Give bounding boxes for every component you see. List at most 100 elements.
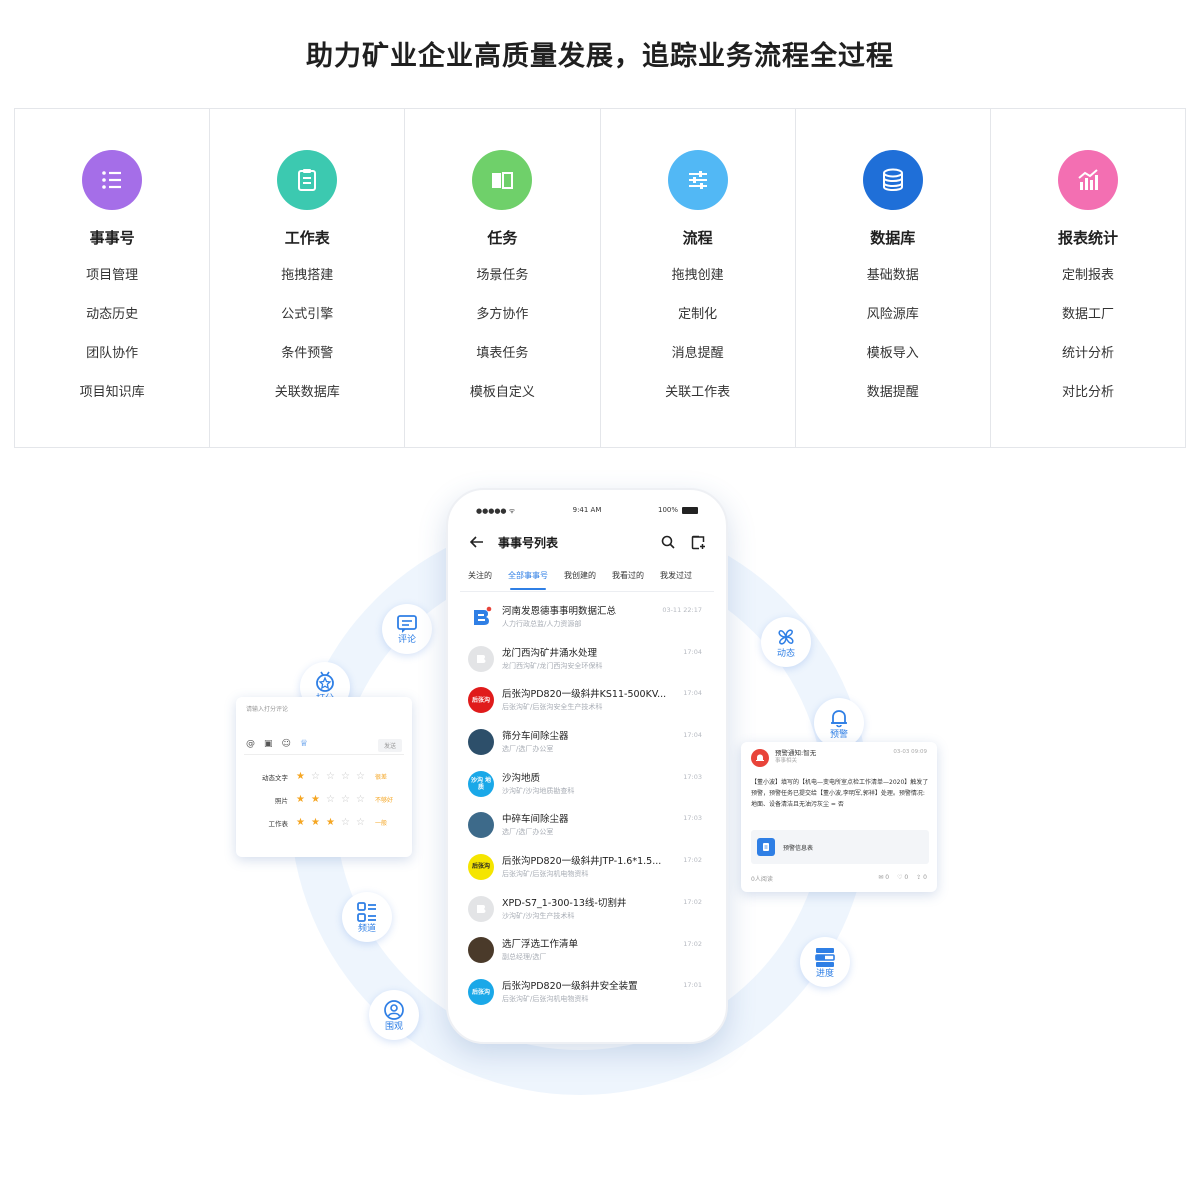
dynamic-bubble[interactable]: 动态 [761,617,811,667]
feature-item: 项目知识库 [79,385,145,400]
tab-bar: 关注的 全部事事号 我创建的 我看过的 我发过过 [468,570,718,592]
item-time: 17:03 [683,772,702,781]
nav-bar: 事事号列表 [470,530,706,554]
star-icon[interactable]: ☆ [326,794,335,805]
phone-mockup: ●●●●● ᯤ 9:41 AM 100% 事事号列表 关注的 全部事事号 我创建的 我… [446,488,728,1044]
item-subtitle: 龙门西沟矿/龙门西沟安全环保科 [502,661,603,670]
progress-bubble[interactable]: 进度 [800,937,850,987]
at-icon[interactable]: @ [246,739,255,749]
item-subtitle: 沙沟矿/沙沟地质勘查科 [502,786,575,795]
book-icon [472,150,533,210]
star-icon[interactable]: ☆ [326,771,335,782]
battery-icon [682,506,698,514]
alert-footer: 0人阅读 ✉ 0 ♡ 0 ⇪ 0 [751,874,927,883]
star-icon[interactable]: ☆ [341,817,350,828]
share-count[interactable]: ⇪ 0 [916,874,927,881]
item-avatar: 后张沟 [468,687,494,714]
comment-count[interactable]: ✉ 0 [878,874,890,881]
image-icon[interactable]: ▣ [264,739,273,749]
item-title: 河南发恩德事事明数据汇总 [502,605,617,617]
item-subtitle: 人力行政总监/人力资源部 [502,619,582,628]
search-icon[interactable] [661,535,675,549]
item-title: 后张沟PD820一级斜井安全装置 [502,981,638,993]
alert-card[interactable]: 预警通知:智无 事事相关 03-03 09:09 【董小波】填写的【机电—变电所… [741,742,937,892]
star-icon[interactable]: ★ [326,817,335,828]
app-logo-icon [474,606,492,625]
feature-item: 模板导入 [866,346,919,361]
star-icon[interactable]: ★ [311,794,320,805]
medal-small-icon[interactable]: ♕ [299,739,308,749]
feature-item: 对比分析 [1061,385,1114,400]
channel-bubble[interactable]: 频道 [342,892,392,942]
battery-percent: 100% [657,506,678,514]
list-item[interactable]: 后张沟后张沟PD820一级斜井KS11-500KV...后张沟矿/后张沟安全生产… [468,679,706,721]
feature-item: 多方协作 [476,307,529,322]
item-subtitle: 选厂/选厂办公室 [502,828,554,837]
item-avatar [468,603,494,630]
share-count-value: 0 [923,874,927,881]
send-button[interactable]: 发送 [377,739,402,752]
item-title: 后张沟PD820一级斜井JTP-1.6*1.5... [502,855,662,867]
item-avatar: 后张沟 [468,853,494,880]
create-icon[interactable] [691,535,706,550]
item-avatar: 沙沟 地质 [468,770,494,797]
alert-body: 【董小波】填写的【机电—变电所室点检工作清单—2020】触发了预警，预警任务已提… [751,779,929,808]
feature-column: 流程拖拽创建定制化消息提醒关联工作表 [601,109,796,447]
item-avatar [468,937,494,964]
back-arrow-icon[interactable] [470,536,484,548]
star-icon[interactable]: ☆ [341,794,350,805]
document-icon [757,838,775,856]
channel-label: 频道 [357,923,376,934]
status-bar: ●●●●● ᯤ 9:41 AM 100% [476,506,698,520]
feature-item: 团队协作 [86,346,139,361]
star-icon[interactable]: ☆ [341,771,350,782]
star-icon[interactable]: ★ [296,794,305,805]
item-title: 龙门西沟矿井涌水处理 [502,647,598,659]
feature-item: 统计分析 [1061,346,1114,361]
list-item[interactable]: 后张沟后张沟PD820一级斜井JTP-1.6*1.5...后张沟矿/后张沟机电物… [468,846,706,888]
tab-item[interactable]: 我发过过 [660,571,692,580]
star-icon[interactable]: ★ [311,817,320,828]
channel-list-icon [357,901,376,922]
alert-attachment[interactable]: 预警信息表 [751,830,929,864]
feature-item: 定制化 [678,307,718,322]
star-icon[interactable]: ☆ [356,794,365,805]
list-icon [82,150,143,210]
emoji-icon[interactable]: ☺ [281,739,291,749]
feature-item: 场景任务 [476,268,529,283]
page-title: 事事号列表 [498,535,559,550]
feature-title: 任务 [487,229,518,247]
feature-title: 数据库 [870,229,916,247]
tab-item[interactable]: 全部事事号 [508,570,548,592]
like-count[interactable]: ♡ 0 [897,874,909,881]
alert-dept: 事事相关 [775,758,798,764]
feature-grid: 事事号项目管理动态历史团队协作项目知识库工作表拖拽搭建公式引擎条件预警关联数据库… [14,108,1186,448]
watch-bubble[interactable]: 围观 [369,990,419,1040]
rating-label: 照片 [275,796,288,805]
star-icon[interactable]: ★ [296,771,305,782]
rating-input[interactable]: 请输入打分评论 [246,706,289,713]
star-icon[interactable]: ☆ [311,771,320,782]
feature-item: 拖拽搭建 [281,268,334,283]
alert-time: 03-03 09:09 [893,749,927,755]
rating-row: 照片★★☆☆☆不够好 [250,794,393,805]
comment-bubble[interactable]: 评论 [382,604,432,654]
tab-item[interactable]: 我创建的 [564,571,596,580]
feature-item: 消息提醒 [671,346,724,361]
star-icon[interactable]: ☆ [356,771,365,782]
star-icon[interactable]: ★ [296,817,305,828]
tab-item[interactable]: 关注的 [468,571,492,580]
divider [244,754,404,755]
tab-item[interactable]: 我看过的 [612,571,644,580]
warning-bubble[interactable]: 预警 [814,698,864,748]
rating-toolbar: @ ▣ ☺ ♕ [246,739,308,749]
star-icon[interactable]: ☆ [356,817,365,828]
